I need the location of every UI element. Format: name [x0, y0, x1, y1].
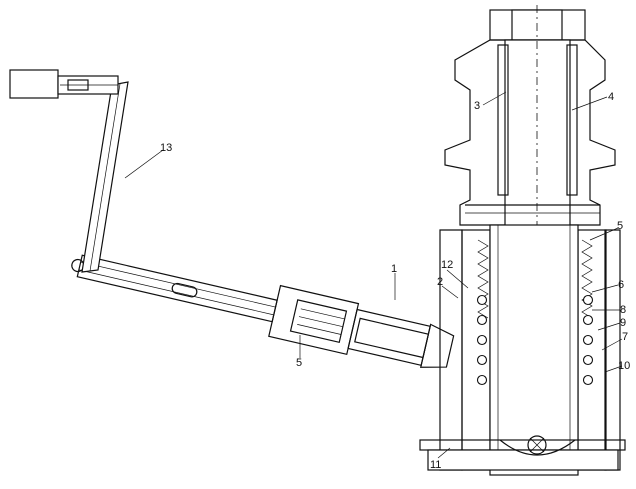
callout-4: 4: [608, 91, 614, 103]
callout-1: 1: [391, 263, 397, 275]
callout-13: 13: [160, 142, 172, 154]
callout-7: 7: [622, 331, 628, 343]
callout-6: 6: [618, 279, 624, 291]
lower-housing: [419, 224, 626, 476]
callout-5-right: 5: [617, 220, 623, 232]
callout-12: 12: [441, 259, 453, 271]
callout-11: 11: [430, 459, 441, 471]
callout-3: 3: [474, 100, 480, 112]
crank-handle: [9, 69, 129, 273]
inclined-tube: [71, 254, 455, 368]
callout-2: 2: [437, 276, 443, 288]
vertical-column: [444, 5, 616, 470]
leader-lines: [124, 91, 623, 459]
callout-5-left: 5: [296, 357, 302, 369]
callout-10: 10: [618, 360, 630, 372]
callout-9: 9: [620, 317, 626, 329]
callout-labels: 13 1 2 12 3 4 5 5 6 8 9 7 10 11: [160, 91, 630, 471]
callout-8: 8: [620, 304, 626, 316]
